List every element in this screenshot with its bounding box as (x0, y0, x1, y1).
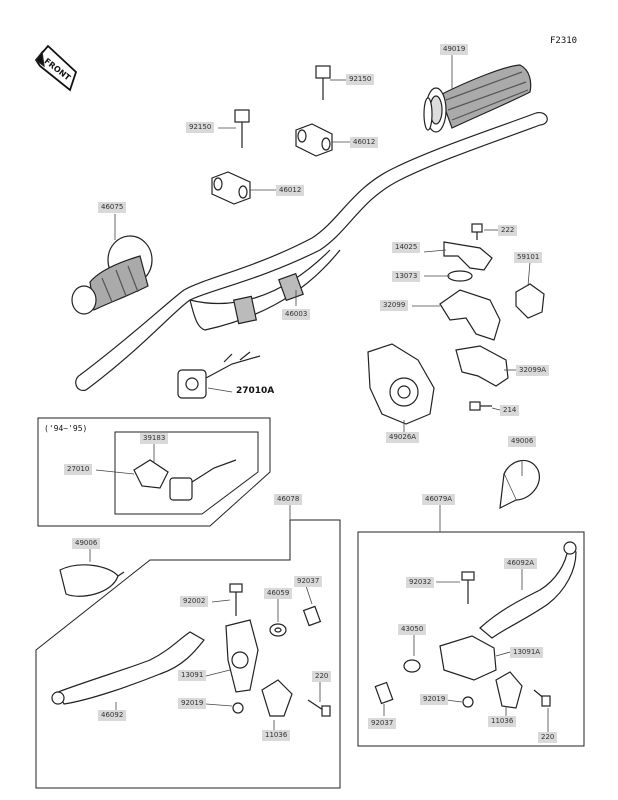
bolt-upper (315, 65, 331, 100)
part-label: 92019 (420, 694, 449, 705)
part-label: 92150 (346, 74, 375, 85)
part-label: 46003 (282, 309, 311, 320)
part-label: 46079A (422, 494, 456, 505)
adjuster-right (374, 681, 394, 705)
lever-bolt (229, 583, 243, 616)
part-label: 46075 (98, 202, 127, 213)
part-label: 92037 (368, 718, 397, 729)
part-label: 92019 (178, 698, 207, 709)
part-label: 27010 (64, 464, 93, 475)
washer-right (403, 659, 421, 673)
adjuster-left (302, 605, 322, 627)
brake-perch (439, 635, 497, 681)
throttle-case (367, 343, 435, 425)
part-label: 220 (538, 732, 558, 743)
small-screw (469, 401, 492, 411)
handlebar-tube (75, 112, 548, 392)
leader-lines (89, 52, 549, 732)
washer-left (269, 623, 287, 637)
front-arrow-icon (34, 44, 78, 92)
part-label: 92037 (294, 576, 323, 587)
part-label: 59101 (514, 252, 543, 263)
part-label: 32099 (380, 300, 409, 311)
screw-right (533, 689, 551, 707)
clamp-upper (295, 123, 333, 157)
part-label: 39183 (140, 433, 169, 444)
part-label: 27010A (236, 386, 275, 396)
part-label: 49026A (386, 432, 420, 443)
part-label: 92032 (406, 577, 435, 588)
bolt-lower (234, 109, 250, 148)
part-label: 46078 (274, 494, 303, 505)
part-label: 13073 (392, 271, 421, 282)
kill-switch (177, 351, 261, 399)
nut-right (462, 696, 474, 708)
left-grip (71, 235, 153, 315)
throttle-housing-upper (439, 289, 501, 341)
clutch-lever (51, 631, 205, 705)
part-label: 13091A (510, 647, 544, 658)
part-label: 32099A (516, 365, 550, 376)
left-lever-box (35, 519, 341, 789)
clutch-perch (225, 619, 259, 693)
clamp-half-left (261, 679, 293, 717)
lever-boot-left (59, 564, 125, 597)
part-label: 49006 (508, 436, 537, 447)
variant-label: ('94~'95) (44, 424, 88, 433)
throttle-housing-plate (443, 241, 493, 271)
throttle-cover (515, 283, 545, 319)
right-lever-box (357, 531, 585, 747)
screw-left (307, 699, 331, 717)
brake-lever (479, 541, 577, 639)
cable-adjuster-bolt (471, 223, 483, 240)
throttle-housing-lower (455, 345, 509, 387)
part-label: 214 (500, 405, 520, 416)
part-label: 46092A (504, 558, 538, 569)
part-label: 46012 (276, 185, 305, 196)
part-label: 14025 (392, 242, 421, 253)
throttle-ring (447, 270, 473, 282)
nut-left (232, 702, 244, 714)
part-label: 46092 (98, 710, 127, 721)
part-label: 92002 (180, 596, 209, 607)
part-label: 222 (498, 225, 518, 236)
clamp-half-right (495, 671, 523, 709)
part-label: 49006 (72, 538, 101, 549)
lever-boot-right (499, 459, 540, 510)
part-label: 46059 (264, 588, 293, 599)
clamp-lower (211, 171, 251, 205)
part-label: 11036 (262, 730, 291, 741)
part-label: 13091 (178, 670, 207, 681)
bolt-right (461, 571, 475, 604)
part-label: 220 (312, 671, 332, 682)
part-label: 43050 (398, 624, 427, 635)
figure-code: F2310 (550, 36, 578, 46)
part-label: 92150 (186, 122, 215, 133)
right-grip (423, 64, 532, 133)
part-label: 46012 (350, 137, 379, 148)
part-label: 11036 (488, 716, 517, 727)
part-label: 49019 (440, 44, 469, 55)
variant-box (37, 417, 271, 527)
